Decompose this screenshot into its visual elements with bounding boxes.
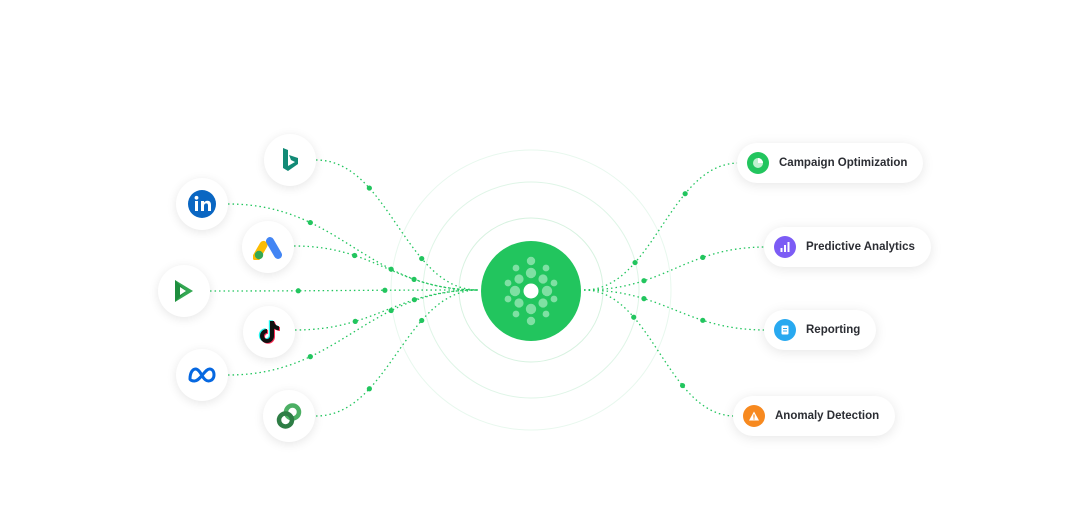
tiktok-icon [243, 306, 295, 358]
connector-dot [682, 191, 688, 197]
document-icon [774, 319, 796, 341]
bar-chart-icon [774, 236, 796, 258]
output-predictive-analytics: Predictive Analytics [764, 227, 931, 267]
pulse-ring [422, 181, 640, 399]
connector-dot [641, 296, 647, 302]
connector-line [293, 245, 479, 291]
bing-icon [264, 134, 316, 186]
chain-link-icon [263, 390, 315, 442]
google-ads-icon [242, 221, 294, 273]
output-campaign-optimization: Campaign Optimization [737, 143, 924, 183]
connector-dot [366, 185, 372, 191]
connector-line [583, 246, 767, 291]
connector-dot [307, 219, 313, 226]
connector-line [315, 289, 479, 417]
connector-dot [295, 288, 301, 294]
connector-dot [700, 254, 706, 260]
output-label: Campaign Optimization [779, 157, 908, 169]
connector-dot [632, 259, 638, 266]
connector-dot [631, 314, 637, 320]
google-play-icon [158, 265, 210, 317]
output-reporting: Reporting [764, 310, 877, 350]
connector-dot [388, 307, 394, 314]
data-hub-icon [481, 241, 581, 341]
connector-line [583, 289, 736, 417]
connector-dot [382, 287, 388, 293]
connector-dot [700, 317, 706, 323]
connector-dot [352, 252, 358, 259]
connector-dot [352, 318, 358, 324]
connector-dot [419, 255, 425, 262]
pie-chart-icon [747, 152, 769, 174]
connector-dot [366, 386, 372, 392]
connector-line [315, 159, 479, 291]
meta-icon [176, 349, 228, 401]
connector-dot [388, 266, 394, 272]
connector-dot [307, 354, 313, 360]
connector-dot [411, 297, 418, 303]
warning-icon [743, 405, 765, 427]
pulse-ring [458, 217, 604, 363]
output-anomaly-detection: Anomaly Detection [733, 396, 896, 436]
connector-dot [641, 278, 647, 284]
connector-dot [411, 276, 417, 282]
connector-dot [419, 317, 425, 324]
connector-line [294, 289, 479, 331]
output-label: Predictive Analytics [806, 241, 915, 253]
output-label: Reporting [806, 324, 861, 336]
connector-dot [679, 382, 686, 389]
connector-line [583, 289, 767, 331]
connector-line [583, 162, 740, 291]
linkedin-icon [176, 178, 228, 230]
connector-line [209, 289, 479, 292]
output-label: Anomaly Detection [775, 410, 880, 422]
